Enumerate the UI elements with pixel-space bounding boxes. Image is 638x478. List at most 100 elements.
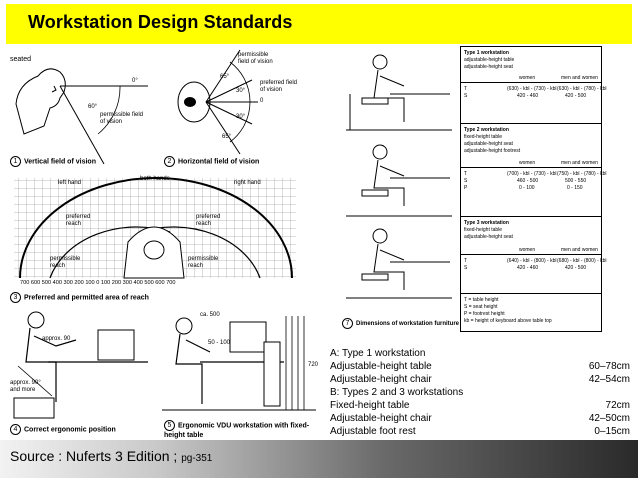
table-block-type3: Type 3 workstation fixed-height table ad… [461, 217, 606, 294]
figure-number: 7 [342, 318, 353, 329]
spec-row: Adjustable-height chair 42–54cm [330, 374, 630, 387]
row-value: (700) - kbl - (730) - kbl [507, 171, 557, 177]
caption-text: Vertical field of vision [24, 158, 96, 166]
spec-key: A: Type 1 workstation [330, 348, 426, 359]
spec-key: B: Types 2 and 3 workstations [330, 387, 464, 398]
preferred-reach-right-label: preferred reach [196, 214, 221, 227]
caption-text: Correct ergonomic position [24, 426, 116, 434]
row-value: 0 - 150 [567, 185, 583, 191]
figure-horizontal-field: permissible field of vision preferred fi… [160, 46, 300, 156]
spec-key: Fixed-height table [330, 400, 410, 411]
figure-number: 2 [164, 156, 175, 167]
row-value: (630) - kbl - (780) - kbl [557, 86, 607, 92]
block-title: Type 2 workstation [464, 127, 509, 133]
preferred-field-label: preferred field of vision [260, 80, 298, 93]
row-key: T [464, 258, 468, 264]
vertical-field-drawing [15, 68, 148, 165]
right-hand-label: right hand [234, 180, 261, 186]
row-key: P [464, 185, 468, 191]
row-value: 420 - 460 [517, 93, 539, 99]
spec-value: 0–15cm [594, 426, 630, 437]
source-text: Source : Nuferts 3 Edition ; [10, 448, 178, 464]
row-value: (630) - kbl - (730) - kbl [507, 86, 557, 92]
source-page: pg-351 [181, 453, 213, 464]
col-header: women [519, 75, 536, 81]
both-hands-label: both hands [140, 176, 170, 182]
permissible-field-label: permissible field of vision [238, 52, 273, 65]
figure-workstation-types [340, 48, 458, 314]
ergonomic-position-drawing [13, 311, 148, 419]
deg-0-label: 0 [260, 98, 264, 104]
legend-line: P = footrest height [464, 311, 505, 317]
spec-key: Adjustable-height chair [330, 413, 432, 424]
caption-text: Horizontal field of vision [178, 158, 260, 166]
approx-90-label: approx. 90 [42, 336, 71, 342]
col-header: men and women [561, 247, 598, 253]
row-value: 420 - 460 [517, 265, 539, 271]
row-key: T [464, 171, 468, 177]
figure-vertical-field: seated 0° 60° permissible field of visio… [8, 46, 158, 176]
block-line: adjustable-height seat [464, 64, 513, 70]
horizontal-field-drawing [177, 49, 258, 155]
deg-60-label: 60° [88, 104, 98, 110]
caption-text: Preferred and permitted area of reach [24, 294, 149, 302]
spec-value: 60–78cm [588, 361, 630, 372]
legend-line: T = table height [464, 297, 499, 303]
approx-90-more-label: approx. 90° and more [10, 380, 41, 393]
row-key: S [464, 93, 468, 99]
block-line: adjustable-height seat [464, 234, 513, 240]
workstation-types-drawing [346, 54, 452, 299]
table-block-type2: Type 2 workstation fixed-height table ad… [461, 124, 606, 217]
area-of-reach-drawing [14, 177, 296, 279]
dim-500-label: ca. 500 [200, 312, 220, 318]
divider [461, 167, 601, 168]
permissible-reach-left-label: permissible reach [50, 256, 81, 269]
preferred-reach-left-label: preferred reach [66, 214, 91, 227]
col-header: women [519, 247, 536, 253]
figure-number: 3 [10, 292, 21, 303]
deg-30-bottom-label: 30° [236, 114, 246, 120]
figure-area-of-reach: left hand both hands right hand preferre… [10, 172, 300, 290]
left-hand-label: left hand [58, 180, 82, 186]
deg-65-top-label: 65° [220, 74, 230, 80]
reach-scale-label: 700 600 500 400 300 200 100 0 100 200 30… [20, 280, 176, 286]
figure-number: 1 [10, 156, 21, 167]
row-value: (680) - kbl - (800) - kbl [557, 258, 607, 264]
source-citation: Source : Nuferts 3 Edition ; pg-351 [10, 448, 212, 464]
divider [461, 216, 601, 217]
source-bar [0, 440, 638, 478]
block-line: adjustable-height seat [464, 141, 513, 147]
col-header: men and women [561, 160, 598, 166]
block-line: adjustable-height footrest [464, 148, 521, 154]
spec-key: Adjustable-height table [330, 361, 432, 372]
figure-vdu-workstation: ca. 500 50 - 100 720 [160, 306, 318, 418]
permissible-reach-right-label: permissible reach [188, 256, 219, 269]
permissible-field-label: permissible field of vision [100, 112, 144, 125]
deg-65-bottom-label: 65° [222, 134, 232, 140]
table-block-type1: Type 1 workstation adjustable-height tab… [461, 47, 606, 124]
spec-row: A: Type 1 workstation [330, 348, 630, 361]
block-line: fixed-height table [464, 134, 503, 140]
row-key: T [464, 86, 468, 92]
dim-720-label: 720 [308, 362, 319, 368]
spec-value: 42–54cm [588, 374, 630, 385]
seated-label: seated [10, 56, 32, 63]
caption-text: Ergonomic VDU workstation with fixed-hei… [164, 422, 310, 439]
deg-0-label: 0° [132, 78, 138, 84]
dimensions-table: Type 1 workstation adjustable-height tab… [460, 46, 606, 332]
spec-row: B: Types 2 and 3 workstations [330, 387, 630, 400]
col-header: men and women [561, 75, 598, 81]
legend-line: S = seat height [464, 304, 498, 310]
spec-key: Adjustable-height chair [330, 374, 432, 385]
row-value: (640) - kbl - (800) - kbl [507, 258, 557, 264]
figure-ergonomic-position: approx. 90 approx. 90° and more [8, 306, 156, 422]
page-title: Workstation Design Standards [28, 12, 293, 32]
